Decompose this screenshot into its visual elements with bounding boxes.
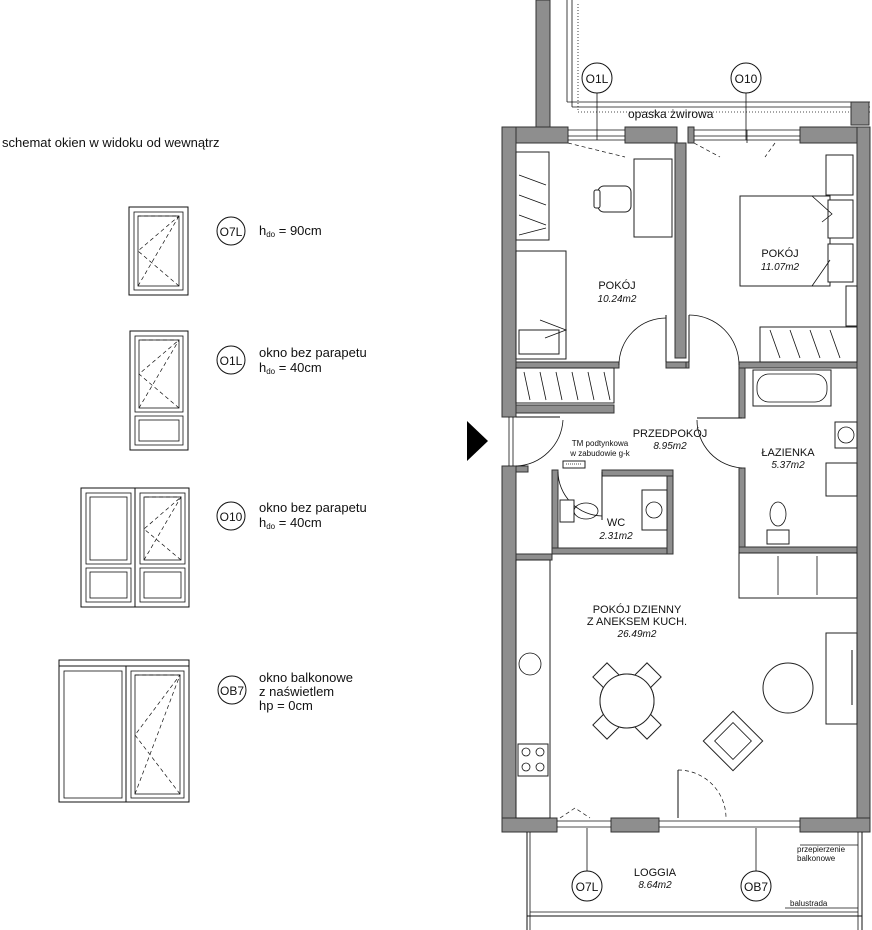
dining-table — [592, 662, 662, 740]
legend-o10-line1: okno bez parapetu — [259, 500, 367, 515]
tag-o1l-top: O1L — [581, 62, 613, 140]
svg-text:O1L: O1L — [586, 72, 609, 86]
svg-text:O10: O10 — [220, 510, 243, 524]
tag-o7l-loggia: O7L — [571, 828, 603, 902]
gravel-strip: opaska żwirowa — [535, 0, 870, 129]
legend-o10-line2: hdo = 40cm — [259, 515, 322, 531]
tag-o1l-legend: O1L — [216, 345, 246, 375]
svg-text:OB7: OB7 — [220, 684, 244, 698]
legend-o7l-height: hdo = 90cm — [259, 223, 322, 239]
partition-label-line2: balkonowe — [797, 854, 836, 863]
door-loggia — [557, 769, 800, 828]
room-area-wc: 2.31m2 — [598, 531, 633, 542]
svg-text:O7L: O7L — [576, 880, 599, 894]
room-area-przedpokoj: 8.95m2 — [653, 441, 687, 452]
bed-bedroom2 — [739, 195, 854, 287]
tag-ob7-legend: OB7 — [217, 675, 247, 705]
bed-bedroom1 — [515, 250, 568, 360]
desk-bedroom1 — [593, 158, 673, 238]
window-o1l-elevation — [129, 330, 189, 451]
legend-ob7-line3: hp = 0cm — [259, 698, 313, 713]
legend-o1l-line1: okno bez parapetu — [259, 345, 367, 360]
closet-hall — [515, 367, 615, 404]
tm-note-line2: w zabudowie g-k — [569, 449, 631, 458]
room-area-loggia: 8.64m2 — [638, 880, 672, 891]
walls — [501, 126, 871, 833]
washbasin-bathroom — [834, 421, 858, 449]
sofa — [738, 552, 858, 599]
window-o10-elevation — [80, 487, 190, 608]
door-bedroom2 — [688, 314, 740, 366]
legend-o1l-line2: hdo = 40cm — [259, 360, 322, 376]
door-bedroom1 — [618, 315, 667, 366]
window-o1l-plan — [567, 129, 626, 158]
coffee-table — [762, 662, 814, 714]
tag-ob7-loggia: OB7 — [740, 828, 772, 902]
kitchen-counter — [515, 559, 551, 819]
legend-ob7-line2: z naświetlem — [259, 684, 334, 699]
room-area-pokoj1: 10.24m2 — [598, 294, 637, 305]
armchair — [702, 710, 764, 772]
tag-o7l-legend: O7L — [216, 216, 246, 246]
window-o10-plan — [693, 129, 800, 158]
room-name-przedpokoj: PRZEDPOKÓJ — [633, 427, 708, 440]
railing-label: balustrada — [790, 899, 828, 908]
tag-o10-legend: O10 — [216, 501, 246, 531]
svg-text:O10: O10 — [735, 72, 758, 86]
room-name-wc: WC — [607, 517, 625, 529]
svg-text:OB7: OB7 — [744, 880, 768, 894]
entrance-arrow-icon — [467, 421, 488, 461]
toilet-wc — [559, 499, 599, 523]
door-bathroom — [696, 417, 743, 469]
loggia — [526, 832, 863, 930]
wardrobe-bedroom2 — [759, 326, 858, 363]
wardrobe-bedroom1 — [515, 151, 550, 241]
room-name-pokoj2: POKÓJ — [761, 247, 798, 260]
shelf-bedroom2 — [845, 285, 858, 327]
legend-ob7-line1: okno balkonowe — [259, 670, 353, 685]
door-entrance — [508, 416, 564, 467]
nightstand-bedroom2 — [825, 154, 854, 196]
bathtub — [752, 369, 832, 407]
tv-cabinet — [825, 632, 858, 725]
svg-text:O7L: O7L — [220, 225, 243, 239]
room-area-lazienka: 5.37m2 — [771, 460, 805, 471]
svg-text:O1L: O1L — [220, 354, 243, 368]
partition-label-line1: przepierzenie — [797, 845, 846, 854]
room-name-lazienka: ŁAZIENKA — [761, 447, 815, 459]
room-area-pokoj2: 11.07m2 — [761, 262, 800, 273]
washer — [825, 462, 858, 497]
toilet-bathroom — [766, 501, 790, 545]
gravel-label: opaska żwirowa — [628, 107, 714, 121]
legend-title: schemat okien w widoku od wewnątrz — [2, 135, 220, 150]
room-name-dzienny-line1: POKÓJ DZIENNY — [593, 603, 682, 616]
tm-note-line1: TM podtynkowa — [572, 439, 629, 448]
room-name-pokoj1: POKÓJ — [598, 279, 635, 292]
room-name-dzienny-line2: Z ANEKSEM KUCH. — [587, 616, 687, 628]
room-area-dzienny: 26.49m2 — [617, 629, 657, 640]
tag-o10-top: O10 — [730, 62, 762, 140]
washbasin-wc — [641, 489, 668, 531]
window-o7l-elevation — [128, 206, 189, 296]
window-ob7-elevation — [58, 659, 190, 803]
tm-box — [562, 460, 586, 469]
room-name-loggia: LOGGIA — [634, 867, 677, 879]
